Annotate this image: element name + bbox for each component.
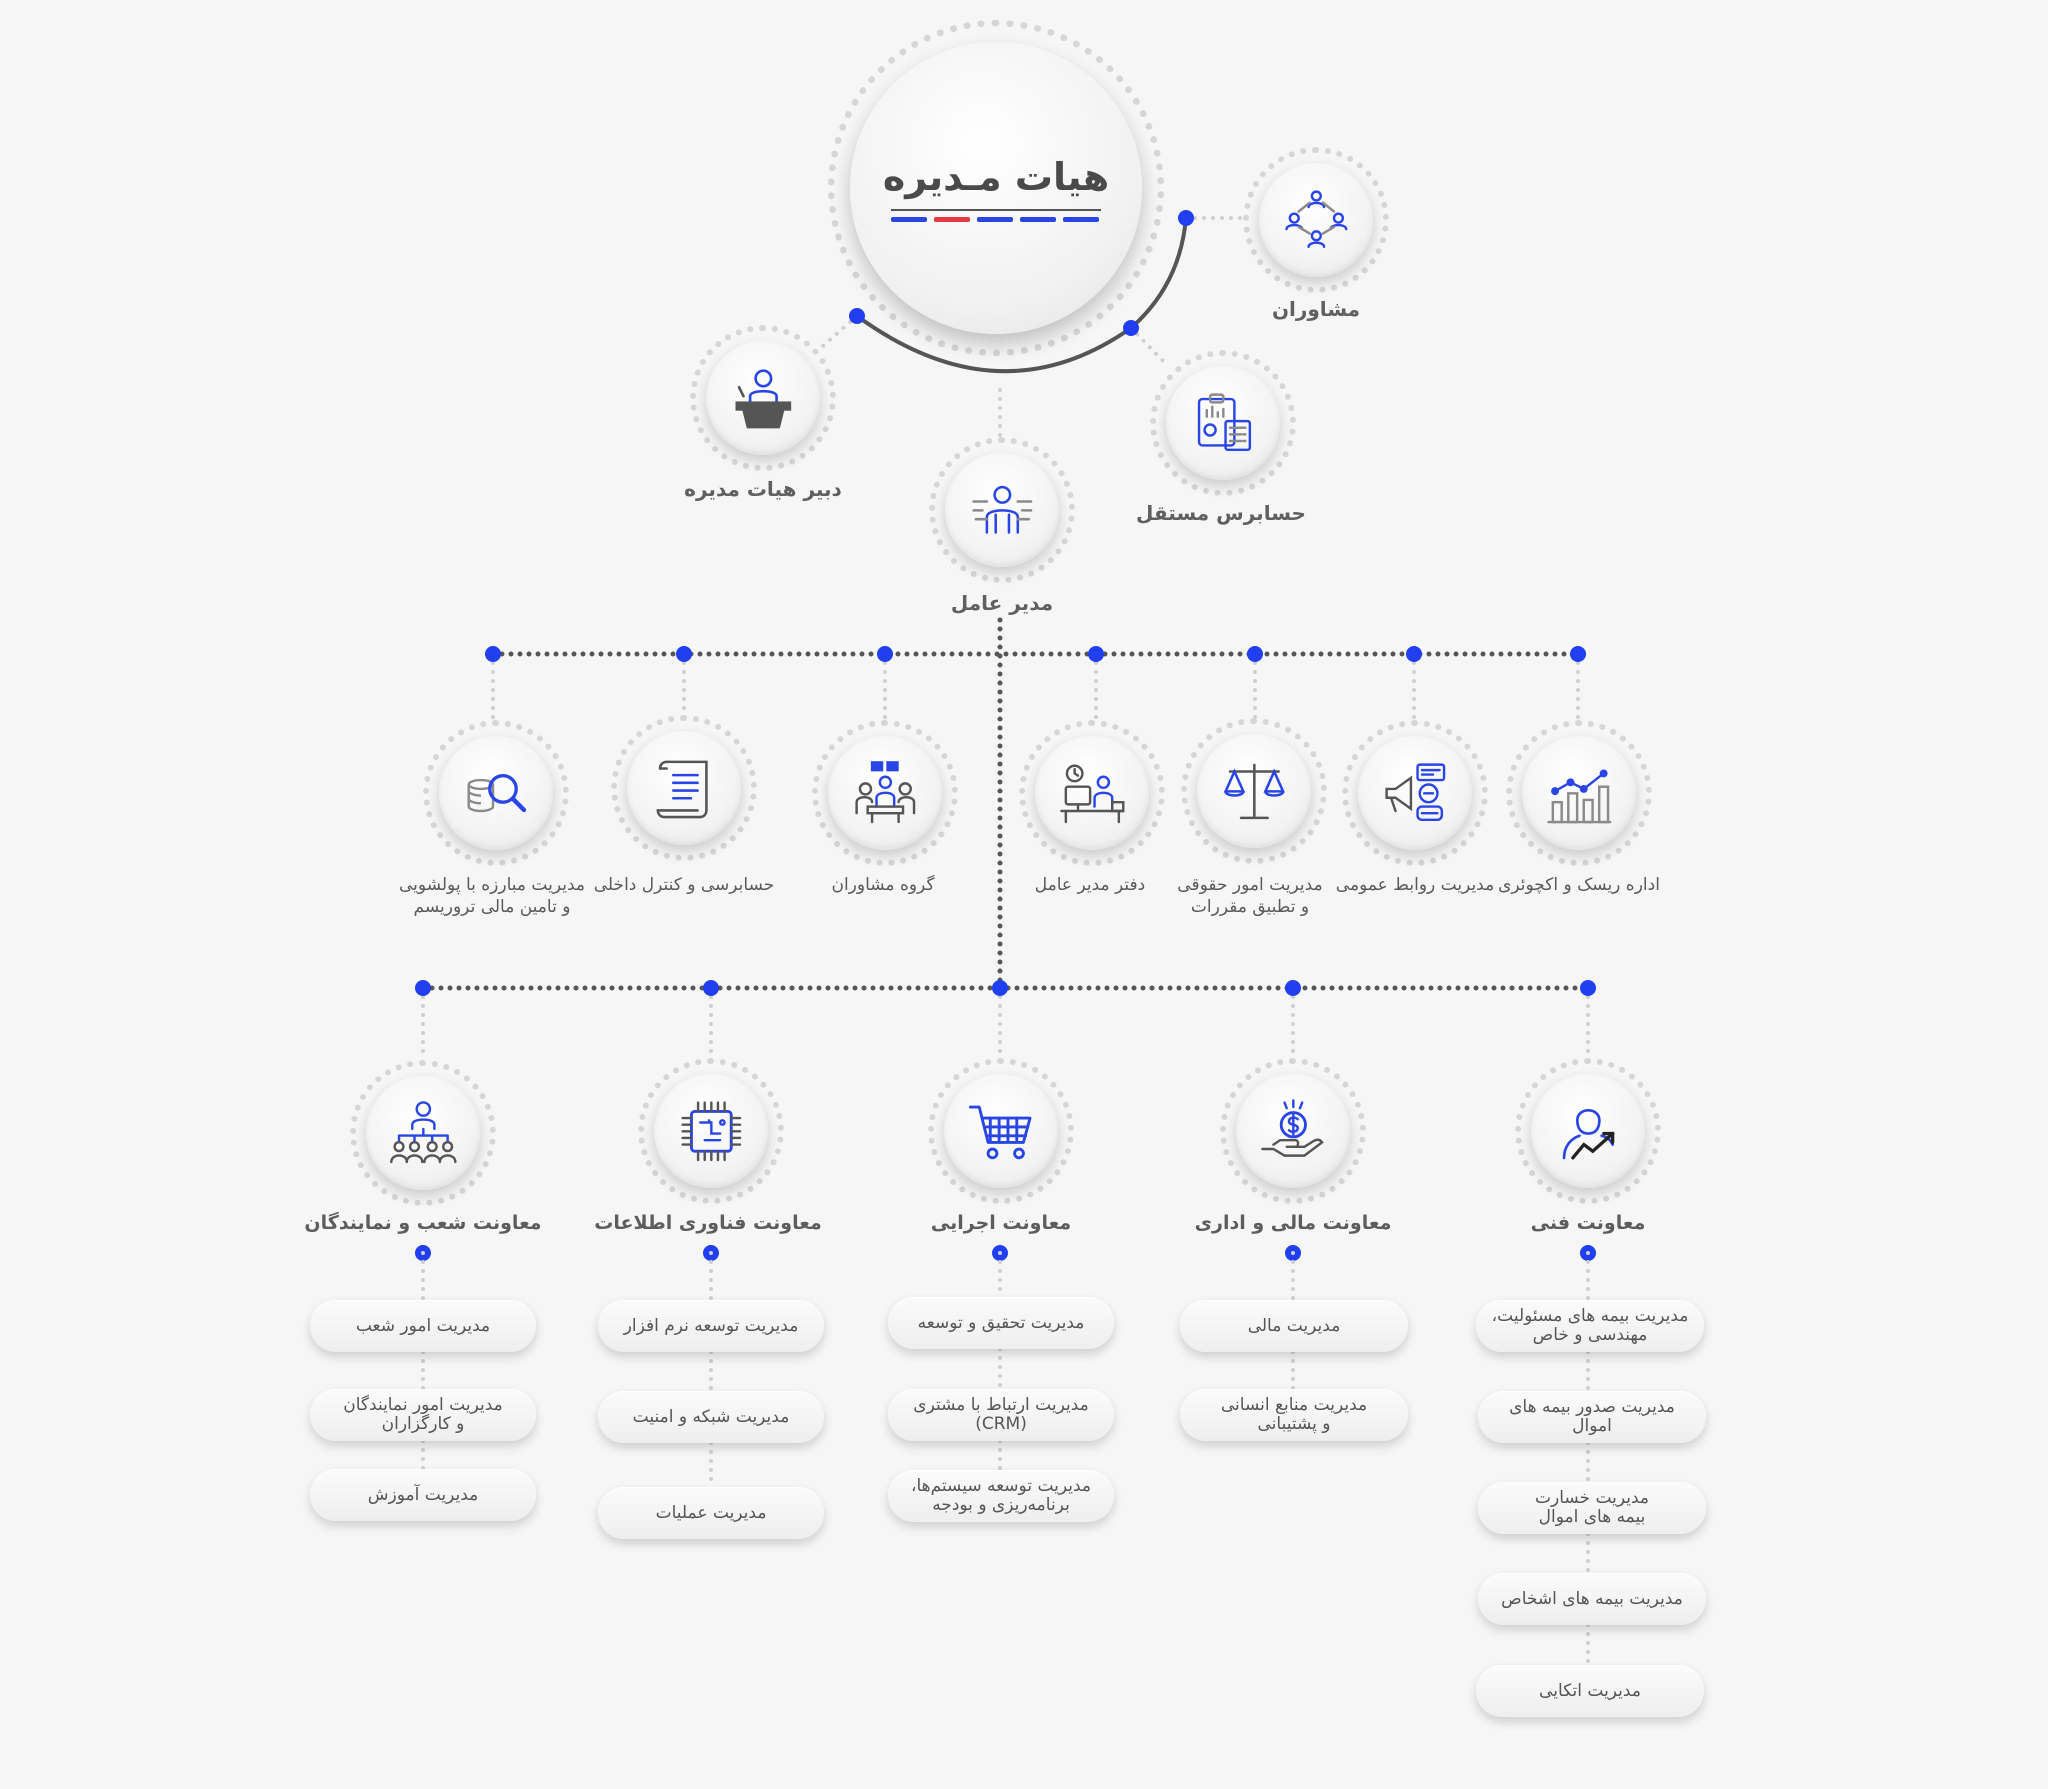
conn-secretary bbox=[814, 314, 859, 354]
ceo-node[interactable] bbox=[929, 437, 1075, 583]
deputy-dot-0 bbox=[415, 980, 431, 996]
manager-icon bbox=[972, 485, 1032, 534]
staff-label-advisory-group: گروه مشاوران bbox=[831, 875, 935, 895]
staff-dot-3 bbox=[1088, 646, 1104, 662]
deputy-label-branches: معاونت شعب و نمایندگان bbox=[304, 1212, 542, 1234]
staff-node-public-relations[interactable] bbox=[1342, 720, 1488, 866]
staff-dot-5 bbox=[1406, 646, 1422, 662]
scroll-icon bbox=[656, 760, 708, 818]
pill-tech-2[interactable]: مدیریت خسارت بیمه های اموال bbox=[1478, 1482, 1706, 1534]
pill-fin-0[interactable]: مدیریت مالی bbox=[1180, 1300, 1408, 1352]
person-growth-icon bbox=[1562, 1108, 1614, 1160]
conn-auditor bbox=[1129, 326, 1168, 366]
cart-icon bbox=[968, 1105, 1032, 1159]
hierarchy-icon bbox=[389, 1100, 457, 1163]
staff-label-public-relations: مدیریت روابط عمومی bbox=[1335, 875, 1495, 895]
pill-fin-1[interactable]: مدیریت منابع انسانی و پشتیبانی bbox=[1180, 1389, 1408, 1441]
staff-node-risk[interactable] bbox=[1506, 720, 1652, 866]
speaker-podium-icon bbox=[735, 369, 791, 429]
deputy-node-finance[interactable] bbox=[1220, 1058, 1366, 1204]
pill-it-0[interactable]: مدیریت توسعه نرم افزار bbox=[598, 1300, 824, 1352]
staff-node-internal-audit[interactable] bbox=[611, 715, 757, 861]
audit-calculator-icon bbox=[1197, 393, 1251, 451]
pill-exec-2[interactable]: مدیریت توسعه سیستم‌ها، برنامه‌ریزی و بود… bbox=[888, 1470, 1114, 1522]
staff-dot-4 bbox=[1247, 646, 1263, 662]
scales-icon bbox=[1223, 763, 1285, 819]
meeting-icon bbox=[855, 760, 915, 823]
deputy-dot-2 bbox=[992, 980, 1008, 996]
ceo-label: مدیر عامل bbox=[950, 591, 1054, 615]
board-title: هیات مـدیره bbox=[882, 155, 1110, 199]
deputy-dot-4 bbox=[1580, 980, 1596, 996]
dot-advisors bbox=[1178, 210, 1194, 226]
auditor-node[interactable] bbox=[1150, 350, 1296, 496]
advisors-label: مشاوران bbox=[1271, 297, 1361, 321]
pill-tech-1[interactable]: مدیریت صدور بیمه های اموال bbox=[1478, 1391, 1706, 1443]
staff-node-aml[interactable] bbox=[423, 720, 569, 866]
staff-label-risk: اداره ریسک و اکچوئری bbox=[1498, 875, 1660, 895]
advisors-node[interactable] bbox=[1243, 147, 1389, 293]
office-desk-icon bbox=[1059, 764, 1125, 823]
secretary-label: دبیر هیات مدیره bbox=[684, 477, 842, 501]
deputy-dot-1 bbox=[703, 980, 719, 996]
deputy-dot-3 bbox=[1285, 980, 1301, 996]
pill-branches-2[interactable]: مدیریت آموزش bbox=[310, 1469, 536, 1521]
network-people-icon bbox=[1284, 190, 1348, 248]
deputy-node-executive[interactable] bbox=[928, 1058, 1074, 1204]
board-of-directors-node[interactable]: هیات مـدیره bbox=[828, 20, 1164, 356]
dot-secretary bbox=[849, 308, 865, 324]
staff-dot-6 bbox=[1570, 646, 1586, 662]
staff-label-aml: مدیریت مبارزه با پولشویی و تامین مالی تر… bbox=[399, 875, 585, 917]
coins-search-icon bbox=[467, 773, 526, 812]
pill-tech-3[interactable]: مدیریت بیمه های اشخاص bbox=[1478, 1573, 1706, 1625]
dot-auditor bbox=[1123, 320, 1139, 336]
pill-branches-1[interactable]: مدیریت امور نمایندگان و کارگزاران bbox=[310, 1389, 536, 1441]
pill-it-2[interactable]: مدیریت عملیات bbox=[598, 1487, 824, 1539]
staff-label-internal-audit: حسابرسی و کنترل داخلی bbox=[593, 875, 775, 895]
deputy-label-finance: معاونت مالی و اداری bbox=[1194, 1212, 1392, 1234]
staff-node-advisory-group[interactable] bbox=[812, 720, 958, 866]
staff-node-legal[interactable] bbox=[1181, 718, 1327, 864]
staff-node-ceo-office[interactable] bbox=[1019, 720, 1165, 866]
megaphone-icon bbox=[1385, 763, 1445, 821]
pill-exec-1[interactable]: مدیریت ارتباط با مشتری (CRM) bbox=[888, 1389, 1114, 1441]
staff-dot-1 bbox=[676, 646, 692, 662]
pill-tech-0[interactable]: مدیریت بیمه های مسئولیت، مهندسی و خاص bbox=[1476, 1300, 1704, 1352]
board-ring bbox=[828, 20, 1164, 356]
chart-icon bbox=[1546, 769, 1612, 823]
staff-label-legal: مدیریت امور حقوقی و تطبیق مقررات bbox=[1177, 875, 1323, 917]
staff-dot-0 bbox=[485, 646, 501, 662]
pill-branches-0[interactable]: مدیریت امور شعب bbox=[310, 1300, 536, 1352]
board-underline bbox=[891, 209, 1101, 222]
deputy-node-technical[interactable] bbox=[1515, 1058, 1661, 1204]
secretary-node[interactable] bbox=[690, 325, 836, 471]
pill-exec-0[interactable]: مدیریت تحقیق و توسعه bbox=[888, 1297, 1114, 1349]
money-hand-icon bbox=[1260, 1098, 1324, 1157]
staff-dot-2 bbox=[877, 646, 893, 662]
board-disc: هیات مـدیره bbox=[850, 42, 1142, 334]
deputy-node-it[interactable] bbox=[638, 1058, 784, 1204]
deputy-label-executive: معاونت اجرایی bbox=[930, 1212, 1072, 1234]
deputy-label-it: معاونت فناوری اطلاعات bbox=[594, 1212, 822, 1234]
pill-it-1[interactable]: مدیریت شبکه و امنیت bbox=[598, 1391, 824, 1443]
pill-tech-4[interactable]: مدیریت اتکایی bbox=[1476, 1665, 1704, 1717]
auditor-label: حسابرس مستقل bbox=[1136, 501, 1306, 525]
deputy-node-branches[interactable] bbox=[350, 1060, 496, 1206]
board-arc bbox=[855, 217, 1188, 374]
staff-label-ceo-office: دفتر مدیر عامل bbox=[1034, 875, 1146, 895]
chip-icon bbox=[681, 1101, 741, 1161]
deputy-label-technical: معاونت فنی bbox=[1530, 1212, 1646, 1234]
